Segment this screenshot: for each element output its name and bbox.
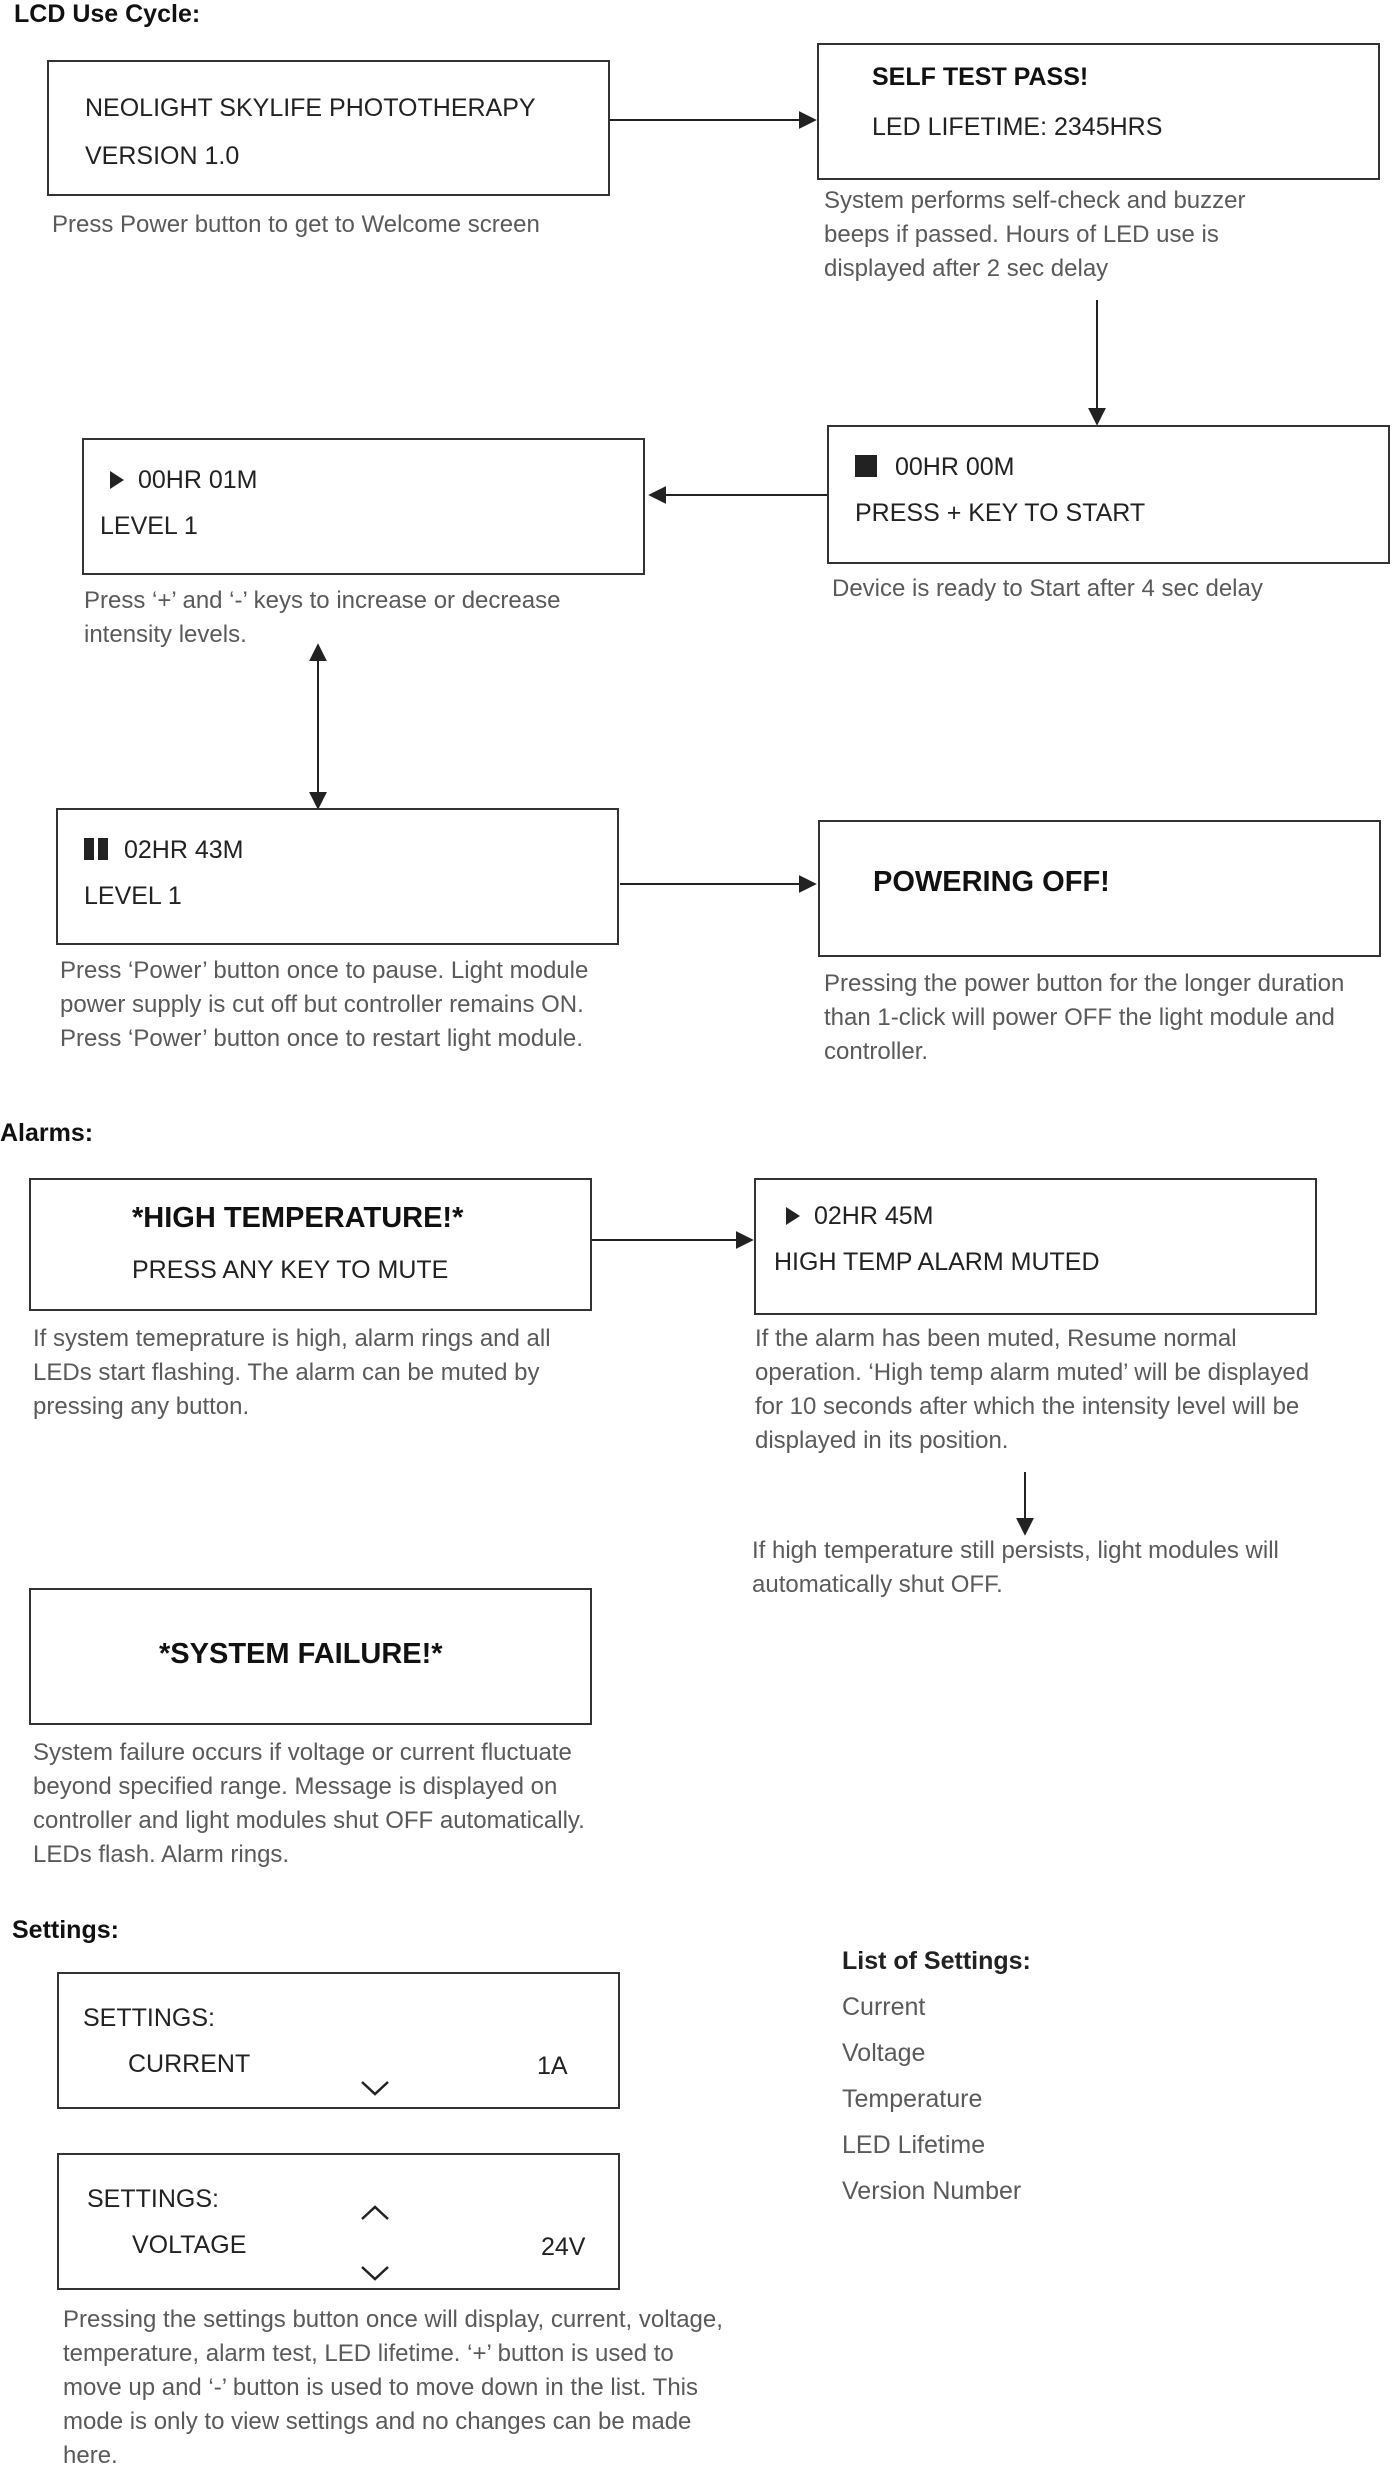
timer-text: 02HR 45M (814, 1202, 934, 1230)
settings-label: CURRENT (128, 2050, 251, 2078)
lcd-line-2: LED LIFETIME: 2345HRS (872, 113, 1163, 141)
ready-description: Device is ready to Start after 4 sec del… (832, 575, 1263, 602)
lcd-line-2: PRESS + KEY TO START (855, 499, 1146, 527)
lcd-line-2: LEVEL 1 (84, 882, 182, 910)
lcd-line-1: 00HR 00M (855, 453, 1015, 482)
lcd-paused-screen: 02HR 43M LEVEL 1 (56, 808, 619, 945)
lcd-settings-voltage-screen: SETTINGS: VOLTAGE 24V (57, 2153, 620, 2290)
shutoff-description: If high temperature still persists, ligh… (752, 1537, 1279, 1598)
lcd-line-1: 02HR 45M (786, 1202, 934, 1231)
welcome-description: Press Power button to get to Welcome scr… (52, 211, 540, 238)
lcd-settings-current-screen: SETTINGS: CURRENT 1A (57, 1972, 620, 2109)
chevron-down-icon (361, 2266, 389, 2281)
section-title-lcd-use-cycle: LCD Use Cycle: (14, 0, 201, 28)
lcd-line-2: LEVEL 1 (100, 512, 198, 540)
running-description: Press ‘+’ and ‘-’ keys to increase or de… (84, 587, 561, 648)
settings-list-item: LED Lifetime (842, 2131, 986, 2159)
lcd-running-screen: 00HR 01M LEVEL 1 (82, 438, 645, 575)
settings-label: VOLTAGE (132, 2231, 247, 2259)
settings-list-item: Version Number (842, 2177, 1022, 2205)
settings-list-item: Temperature (842, 2085, 983, 2113)
settings-list-title: List of Settings: (842, 1947, 1031, 1975)
pause-icon (84, 838, 110, 860)
paused-description: Press ‘Power’ button once to pause. Ligh… (60, 957, 589, 1052)
high-temp-description: If system temeprature is high, alarm rin… (33, 1325, 551, 1420)
lcd-line-2: VERSION 1.0 (85, 142, 240, 170)
timer-text: 00HR 00M (895, 453, 1015, 481)
settings-heading: SETTINGS: (87, 2185, 219, 2213)
lcd-high-temperature-screen: *HIGH TEMPERATURE!* PRESS ANY KEY TO MUT… (29, 1178, 592, 1311)
lcd-ready-screen: 00HR 00M PRESS + KEY TO START (827, 425, 1390, 564)
lcd-alarm-muted-screen: 02HR 45M HIGH TEMP ALARM MUTED (754, 1178, 1317, 1315)
chevron-down-icon (361, 2081, 389, 2096)
play-icon (786, 1207, 800, 1225)
settings-description: Pressing the settings button once will d… (63, 2306, 723, 2469)
lcd-line-1: POWERING OFF! (873, 866, 1110, 898)
section-title-settings: Settings: (12, 1916, 119, 1944)
lcd-line-1: 02HR 43M (84, 836, 244, 865)
settings-heading: SETTINGS: (83, 2004, 215, 2032)
lcd-self-test-screen: SELF TEST PASS! LED LIFETIME: 2345HRS (817, 43, 1380, 180)
timer-text: 02HR 43M (124, 836, 244, 864)
timer-text: 00HR 01M (138, 466, 258, 494)
lcd-line-1: *HIGH TEMPERATURE!* (132, 1202, 464, 1234)
lcd-line-2: PRESS ANY KEY TO MUTE (132, 1256, 449, 1284)
alarm-muted-description: If the alarm has been muted, Resume norm… (755, 1325, 1310, 1454)
system-failure-description: System failure occurs if voltage or curr… (33, 1739, 585, 1868)
lcd-line-1: 00HR 01M (110, 466, 258, 495)
lcd-line-1: SELF TEST PASS! (872, 63, 1089, 91)
lcd-line-1: NEOLIGHT SKYLIFE PHOTOTHERAPY (85, 94, 536, 122)
settings-list-item: Voltage (842, 2039, 926, 2067)
lcd-welcome-screen: NEOLIGHT SKYLIFE PHOTOTHERAPY VERSION 1.… (47, 60, 610, 196)
lcd-powering-off-screen: POWERING OFF! (818, 820, 1381, 957)
settings-value: 24V (541, 2233, 586, 2261)
settings-list-item: Current (842, 1993, 926, 2021)
lcd-line-1: *SYSTEM FAILURE!* (159, 1638, 443, 1670)
lcd-line-2: HIGH TEMP ALARM MUTED (774, 1248, 1100, 1276)
settings-value: 1A (537, 2052, 568, 2080)
play-icon (110, 471, 124, 489)
powering-off-description: Pressing the power button for the longer… (824, 970, 1345, 1065)
section-title-alarms: Alarms: (0, 1119, 94, 1147)
chevron-up-icon (361, 2205, 389, 2220)
lcd-system-failure-screen: *SYSTEM FAILURE!* (29, 1588, 592, 1725)
stop-icon (855, 455, 877, 477)
self-test-description: System performs self-check and buzzer be… (824, 187, 1246, 282)
